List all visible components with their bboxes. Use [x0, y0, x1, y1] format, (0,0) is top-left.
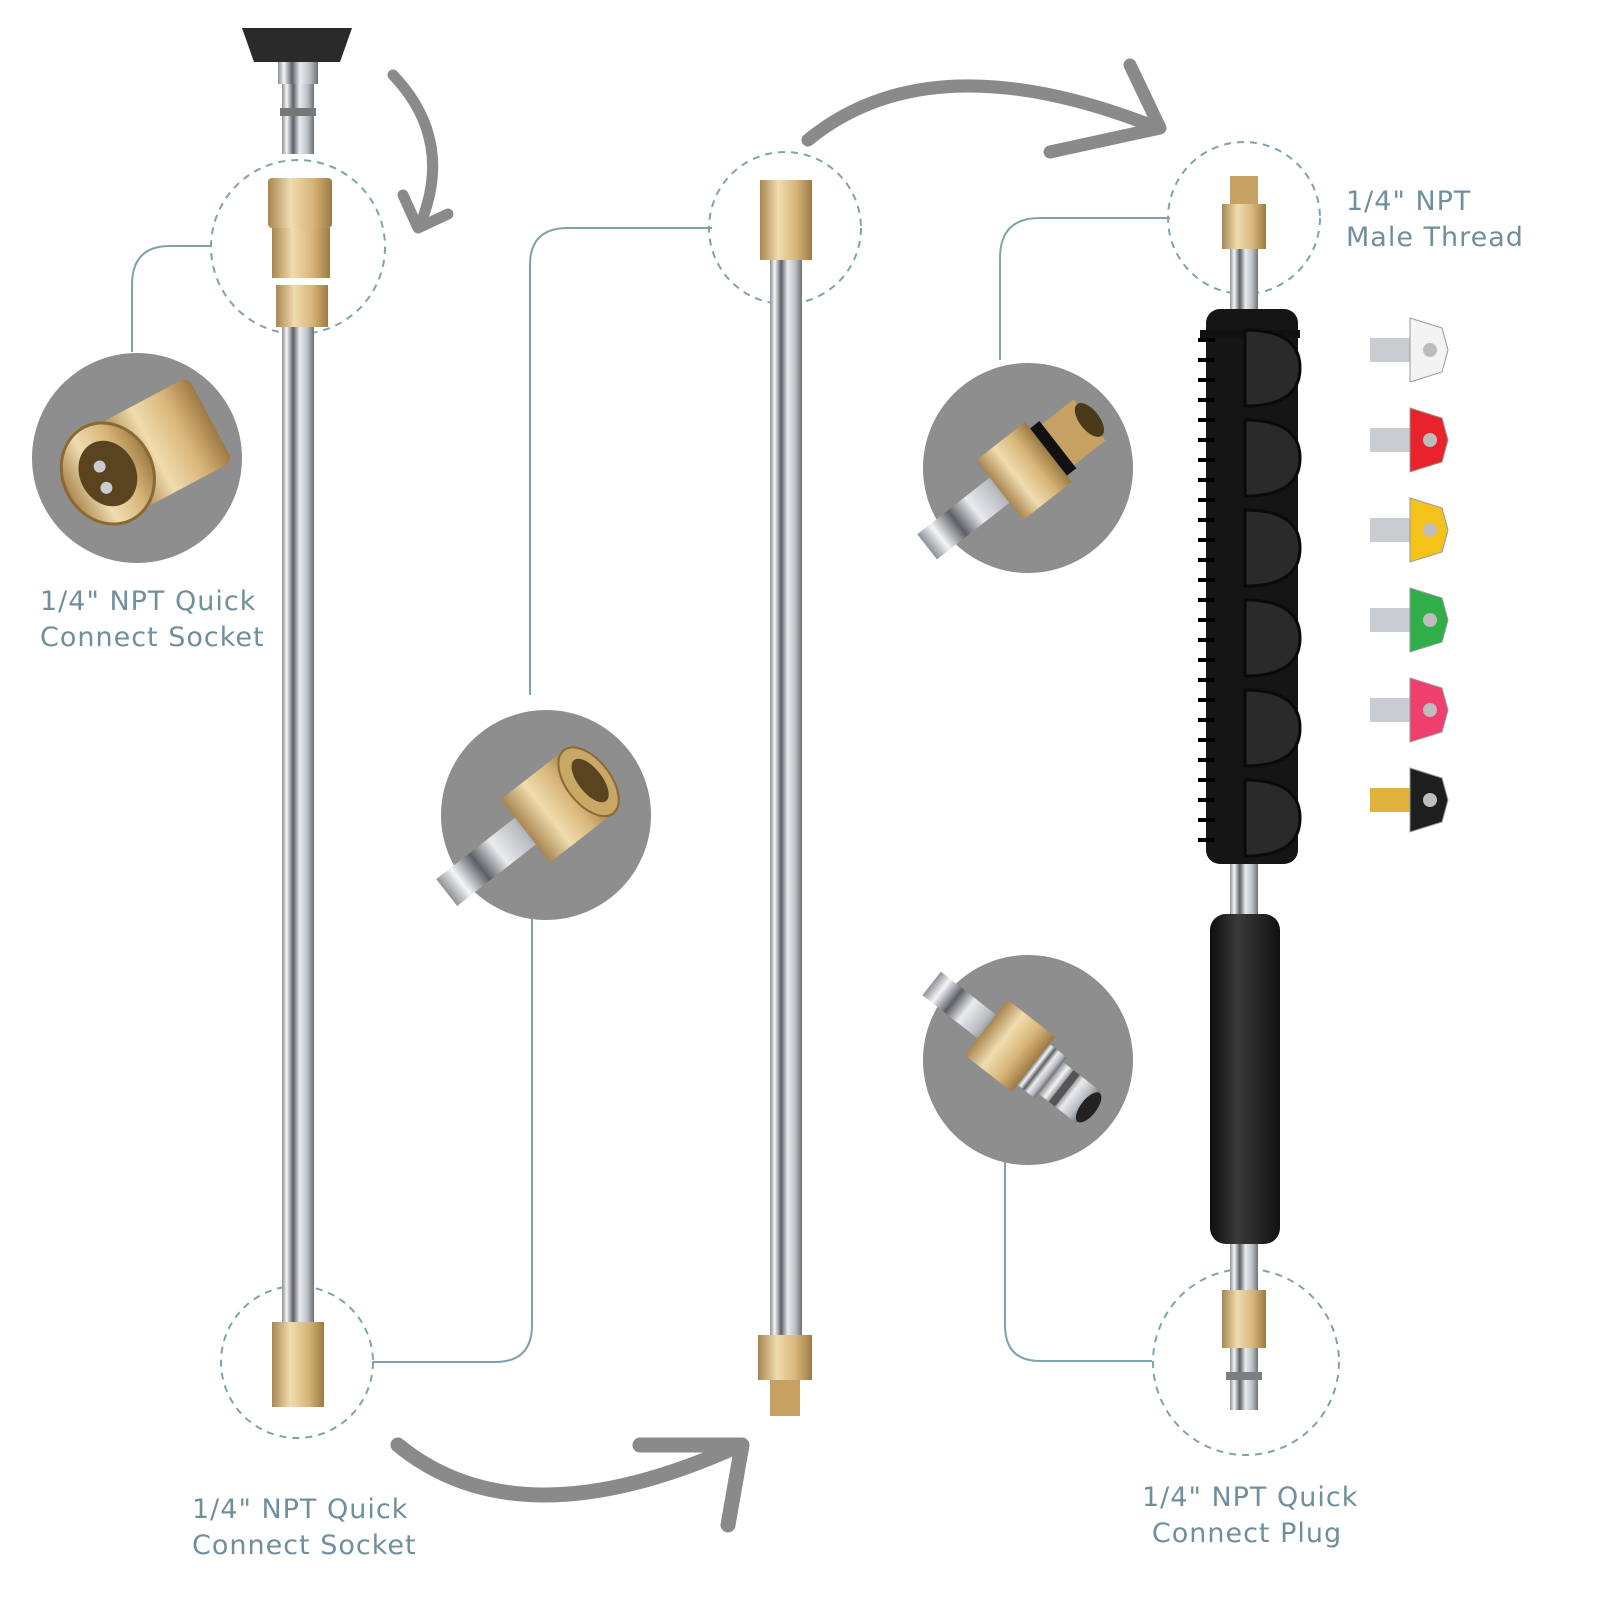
- connector-socket-bottom: [372, 900, 533, 1363]
- label-socket-bottom-line1: 1/4" NPT Quick: [192, 1494, 409, 1525]
- brass-socket-top: [268, 178, 332, 327]
- black-grip: [1210, 914, 1280, 1244]
- green-tip: [1370, 587, 1449, 653]
- yellow-tip: [1370, 497, 1449, 563]
- connector-plug: [1004, 1140, 1152, 1362]
- label-male-thread: 1/4" NPT Male Thread: [1346, 184, 1524, 256]
- wand-middle: [758, 180, 812, 1416]
- brass-coupler-bottom: [272, 1322, 324, 1407]
- label-socket-bottom: 1/4" NPT Quick Connect Socket: [192, 1492, 417, 1564]
- label-plug-line1: 1/4" NPT Quick: [1142, 1482, 1359, 1513]
- label-socket-top: 1/4" NPT Quick Connect Socket: [40, 584, 265, 656]
- brass-female-top: [760, 180, 812, 260]
- male-thread-top: [1230, 176, 1258, 204]
- arrow-top-left: [387, 69, 439, 231]
- white-tip: [1370, 317, 1449, 383]
- zoom-quick-plug: [922, 955, 1133, 1165]
- label-male-thread-line2: Male Thread: [1346, 222, 1524, 253]
- holder-ribs: [1198, 338, 1215, 842]
- zoom-male-thread: [917, 363, 1133, 573]
- black-tip: [1370, 767, 1449, 833]
- black-nozzle-top: [242, 28, 352, 154]
- brass-hex-bottom: [758, 1335, 812, 1380]
- arrows: [387, 58, 1167, 1533]
- wand-left-tube: [282, 327, 314, 1322]
- connector-lines: [131, 217, 1170, 1363]
- connector-female-middle: [529, 227, 712, 695]
- label-socket-bottom-line2: Connect Socket: [192, 1530, 417, 1561]
- label-plug-line2: Connect Plug: [1151, 1518, 1343, 1549]
- brass-hex-plug: [1222, 1290, 1266, 1348]
- label-male-thread-line1: 1/4" NPT: [1346, 186, 1472, 217]
- label-socket-top-line1: 1/4" NPT Quick: [40, 586, 257, 617]
- wand-middle-tube: [770, 260, 802, 1335]
- wand-left: [242, 28, 352, 1407]
- male-thread-bottom: [770, 1380, 800, 1416]
- brass-hex-top: [1222, 204, 1266, 249]
- zoom-socket: [32, 353, 242, 563]
- arrow-bottom-left: [390, 1437, 748, 1503]
- wand-right: [1198, 176, 1302, 1410]
- connector-male-thread: [999, 217, 1170, 360]
- zoom-female-thread: [436, 710, 651, 920]
- red-tip: [1370, 407, 1449, 473]
- dashed-circle-plug: [1152, 1268, 1340, 1456]
- nozzle-tips: [1370, 317, 1449, 833]
- connector-socket-top: [131, 245, 212, 352]
- holder-cups: [1243, 328, 1302, 858]
- label-socket-top-line2: Connect Socket: [40, 622, 265, 653]
- arrow-top-middle: [801, 79, 1157, 147]
- label-plug: 1/4" NPT Quick Connect Plug: [1142, 1480, 1359, 1552]
- pink-tip: [1370, 677, 1449, 743]
- nozzle-holder: [1198, 309, 1302, 864]
